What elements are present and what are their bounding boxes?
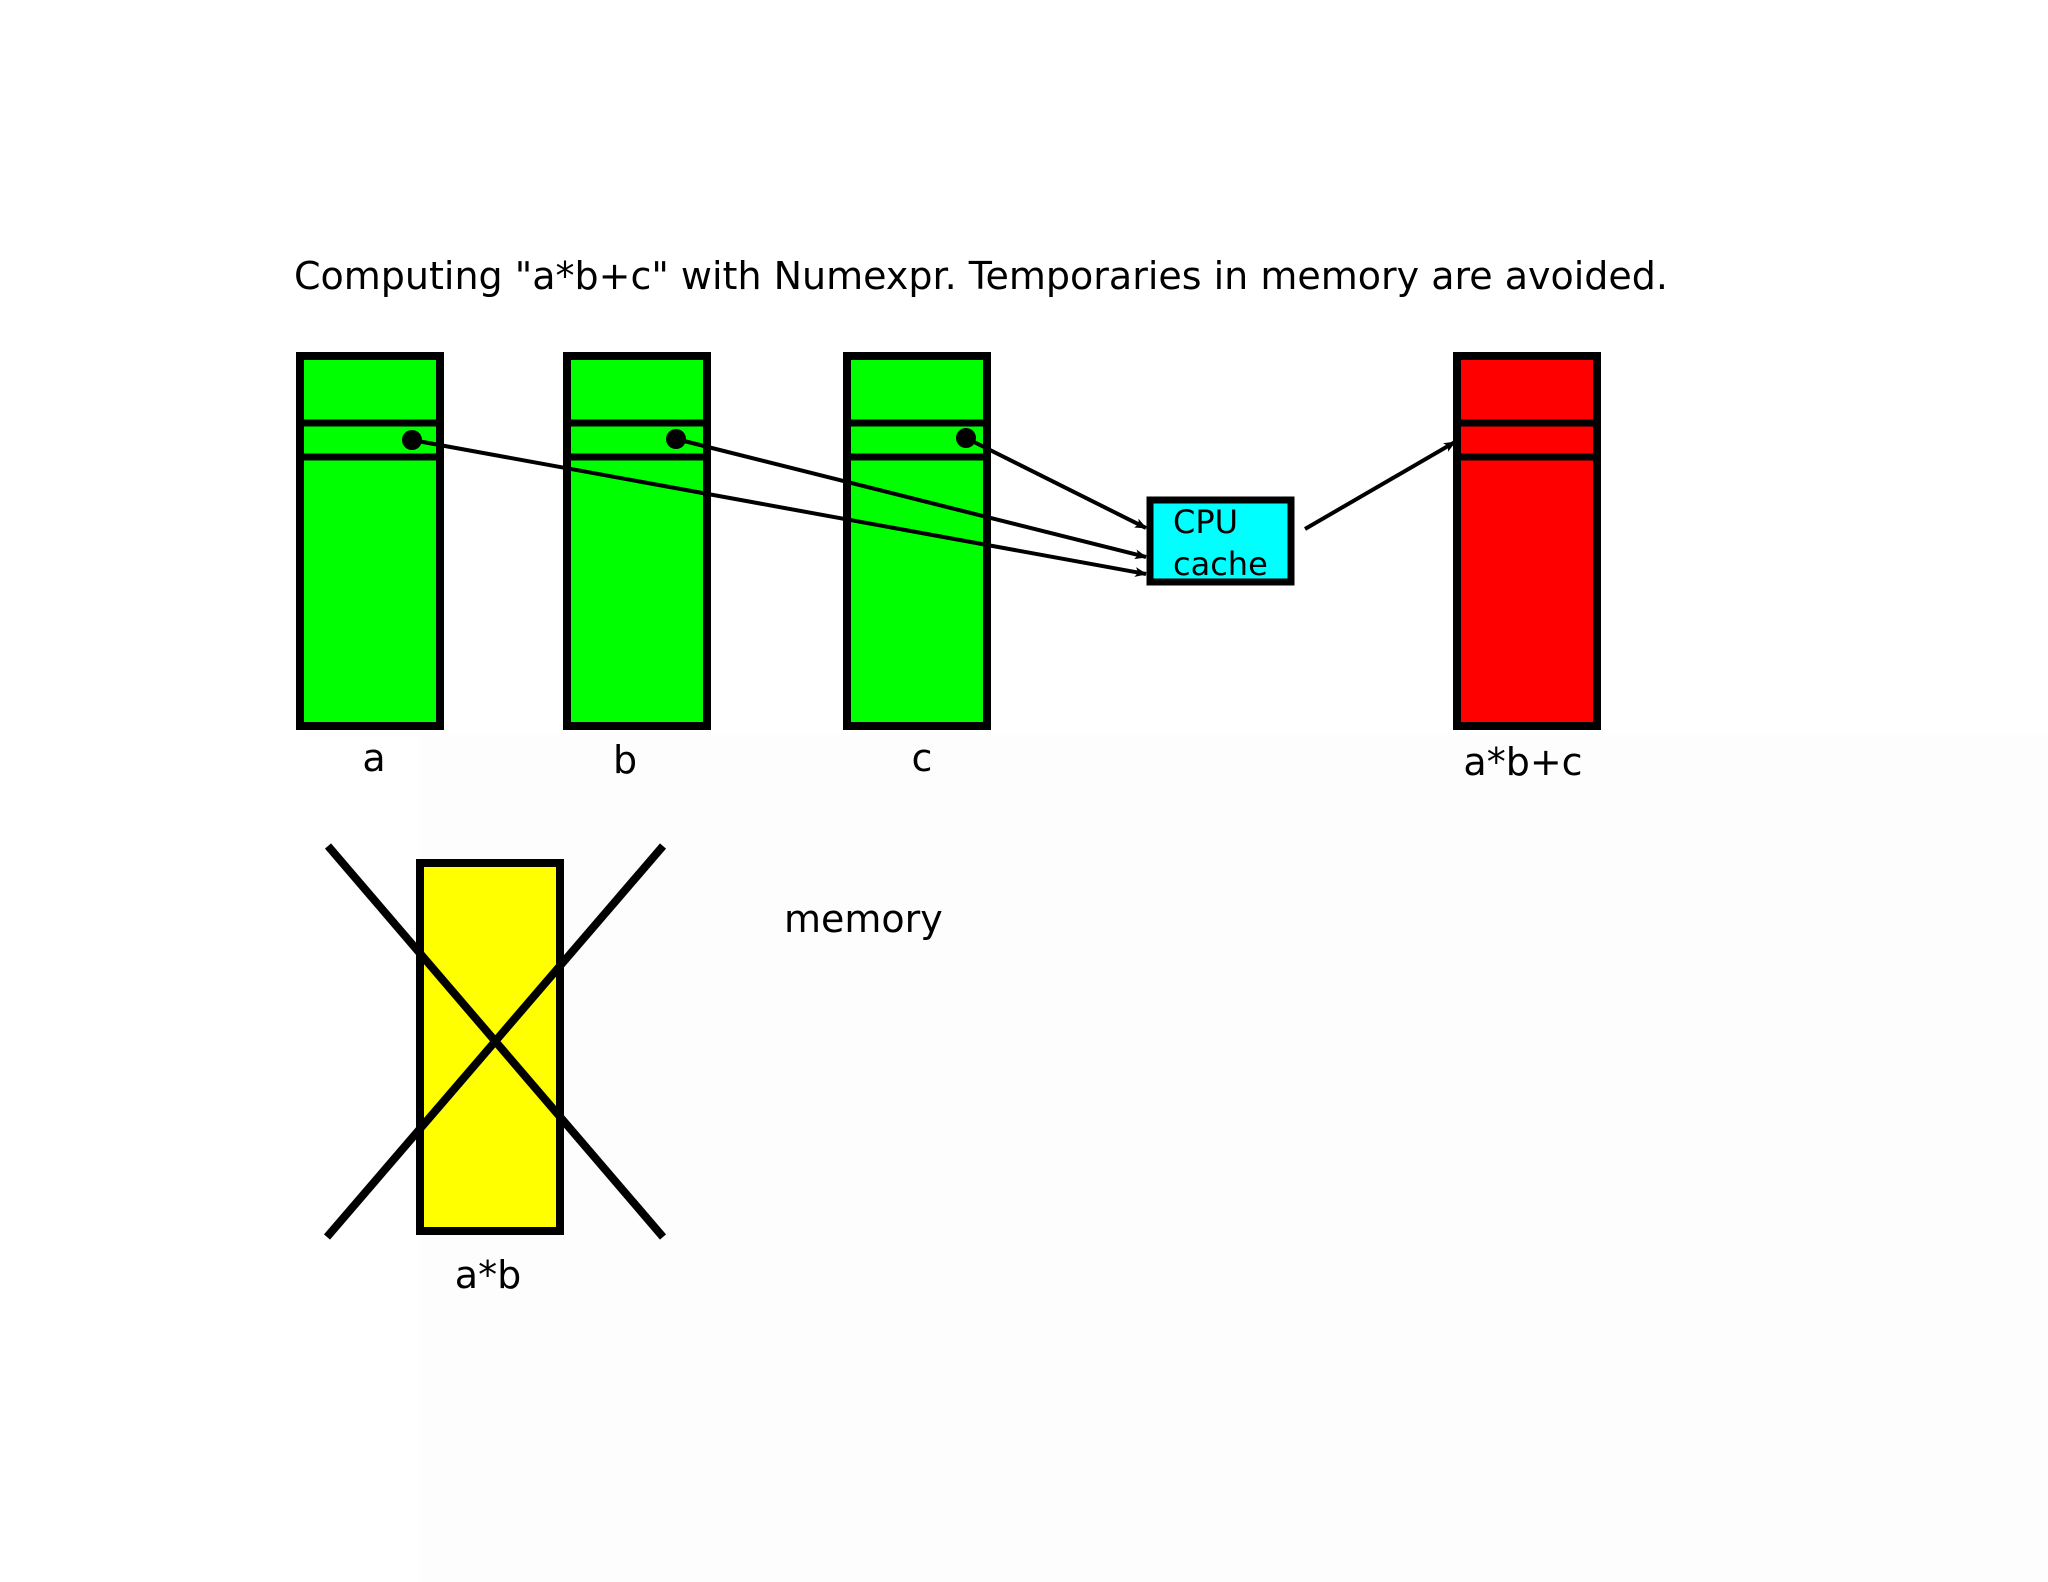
array-result: a*b+c [1453,352,1601,784]
array-a: a [296,352,444,780]
array-c-label: c [912,736,933,780]
array-b-label: b [613,738,637,782]
array-b-body [563,352,711,730]
cross-out-line-2 [323,843,667,1240]
array-c: c [843,352,991,780]
cpu-cache: CPU cache [1146,496,1295,586]
array-a-body [296,352,444,730]
diagram-title: Computing "a*b+c" with Numexpr. Temporar… [294,254,1668,298]
arrow-a-to-cache [411,438,1147,577]
array-result-body [1453,352,1601,730]
arrow-c-to-cache [965,436,1147,530]
array-result-label: a*b+c [1463,740,1582,784]
background-panel [420,735,2048,1582]
temporary-array-ab: a*b [323,843,667,1297]
array-a-label: a [362,736,385,780]
cpu-cache-box [1146,496,1295,586]
memory-label: memory [784,897,943,941]
cpu-cache-label-line2: cache [1173,545,1268,583]
arrow-b-to-cache [675,437,1147,560]
arrow-cache-to-result [1303,440,1457,531]
array-b: b [563,352,711,782]
cpu-cache-label-line1: CPU [1173,503,1238,541]
temporary-array-label: a*b [455,1253,521,1297]
